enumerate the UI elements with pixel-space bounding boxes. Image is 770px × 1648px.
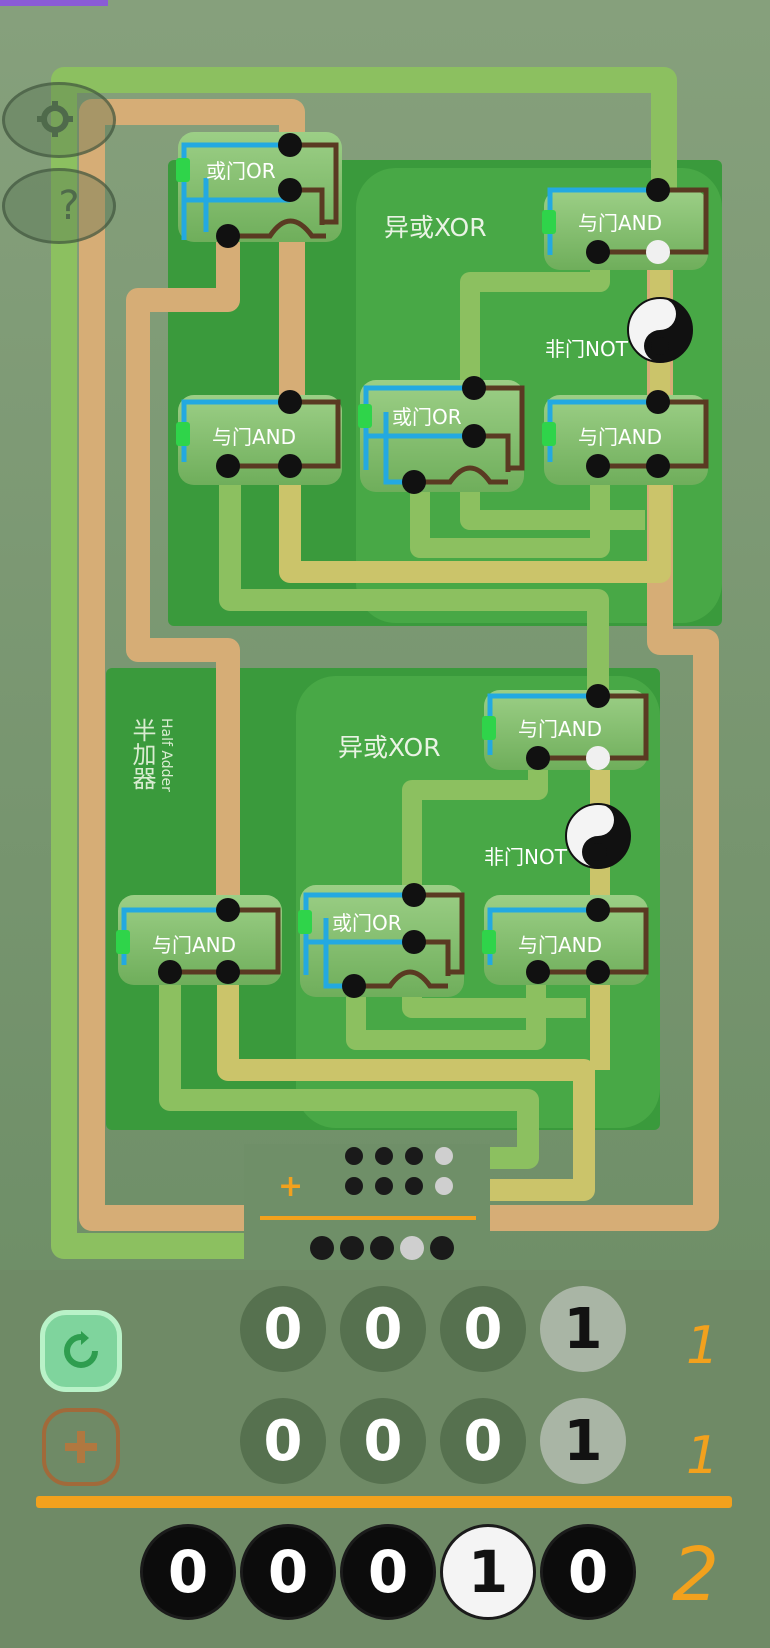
row-a-bit-0[interactable]: 0 xyxy=(240,1286,326,1372)
and-xor-top-bottom-label: 与门AND xyxy=(518,717,602,741)
xor-region-top xyxy=(356,168,722,623)
row-s-bit-2[interactable]: 0 xyxy=(340,1524,436,1620)
gate-or-xor-bottom[interactable]: 或门OR xyxy=(298,883,465,998)
mini-result-dot-4 xyxy=(430,1236,454,1260)
row-b-bit-0[interactable]: 0 xyxy=(240,1398,326,1484)
input-b-decimal: 1 xyxy=(686,1426,720,1486)
mini-result-dot-0 xyxy=(310,1236,334,1260)
mini-display: + xyxy=(244,1144,490,1260)
outer-wires xyxy=(51,67,719,1259)
row-a-bit-1[interactable]: 0 xyxy=(340,1286,426,1372)
mini-row1-dot-1 xyxy=(375,1147,393,1165)
and-xor-bottom-top-label: 与门AND xyxy=(578,425,662,449)
xor-top-label: 异或XOR xyxy=(384,213,487,242)
gate-and-xor-top-bottom[interactable]: 与门AND xyxy=(482,684,649,770)
row-b-bit-3[interactable]: 1 xyxy=(540,1398,626,1484)
half-adder-title-cn: 半加器 xyxy=(128,718,156,790)
row-s-bit-4[interactable]: 0 xyxy=(540,1524,636,1620)
sum-divider xyxy=(36,1496,732,1508)
row-b-bit-2[interactable]: 0 xyxy=(440,1398,526,1484)
gate-not-top[interactable]: 非门NOT xyxy=(545,297,693,363)
add-button[interactable] xyxy=(42,1408,120,1486)
xor-bottom-label: 异或XOR xyxy=(338,733,441,762)
mini-row1-dot-0 xyxy=(345,1147,363,1165)
reset-button[interactable] xyxy=(40,1310,122,1392)
mini-result-dot-3 xyxy=(400,1236,424,1260)
or-top-label: 或门OR xyxy=(206,159,276,183)
and-left-bottom-label: 与门AND xyxy=(152,933,236,957)
plus-icon xyxy=(65,1431,97,1463)
gate-and-left-bottom[interactable]: 与门AND xyxy=(116,895,282,985)
mini-plus-label: + xyxy=(278,1169,303,1204)
mini-row2-dot-0 xyxy=(345,1177,363,1195)
gate-or-xor-top[interactable]: 或门OR xyxy=(358,376,525,494)
gate-and-xor-bottom-top[interactable]: 与门AND xyxy=(542,390,709,485)
sum-decimal: 2 xyxy=(672,1532,720,1618)
settings-button[interactable] xyxy=(2,82,116,158)
input-a-decimal: 1 xyxy=(686,1316,720,1376)
not-bottom-label: 非门NOT xyxy=(484,845,568,869)
help-icon: ? xyxy=(58,183,80,229)
mini-row1-dot-2 xyxy=(405,1147,423,1165)
mini-result-dot-2 xyxy=(370,1236,394,1260)
mini-row2-dot-1 xyxy=(375,1177,393,1195)
row-a-bit-2[interactable]: 0 xyxy=(440,1286,526,1372)
row-s-bit-0[interactable]: 0 xyxy=(140,1524,236,1620)
row-a-bit-3[interactable]: 1 xyxy=(540,1286,626,1372)
mini-row2-dot-2 xyxy=(405,1177,423,1195)
gate-not-bottom[interactable]: 非门NOT xyxy=(484,803,631,869)
gate-and-xor-bottom-bottom[interactable]: 与门AND xyxy=(482,895,649,985)
gate-or-top[interactable]: 或门OR xyxy=(176,132,342,248)
gate-and-xor-top[interactable]: 与门AND xyxy=(542,178,709,270)
and-xor-bottom-bottom-label: 与门AND xyxy=(518,933,602,957)
half-adder-title-en: Half Adder xyxy=(158,718,174,792)
half-adder-title: 半加器 Half Adder xyxy=(128,718,174,792)
row-b-bit-1[interactable]: 0 xyxy=(340,1398,426,1484)
row-s-bit-3[interactable]: 1 xyxy=(440,1524,536,1620)
gear-icon xyxy=(37,101,73,137)
gate-and-left-top[interactable]: 与门AND xyxy=(176,390,342,485)
mini-result-dot-1 xyxy=(340,1236,364,1260)
and-xor-top-label: 与门AND xyxy=(578,211,662,235)
or-xor-top-label: 或门OR xyxy=(392,405,462,429)
mini-row1-dot-3 xyxy=(435,1147,453,1165)
or-xor-bottom-label: 或门OR xyxy=(332,911,402,935)
help-button[interactable]: ? xyxy=(2,168,116,244)
row-s-bit-1[interactable]: 0 xyxy=(240,1524,336,1620)
and-left-top-label: 与门AND xyxy=(212,425,296,449)
not-top-label: 非门NOT xyxy=(545,337,629,361)
reset-icon xyxy=(64,1331,98,1368)
mini-row2-dot-3 xyxy=(435,1177,453,1195)
